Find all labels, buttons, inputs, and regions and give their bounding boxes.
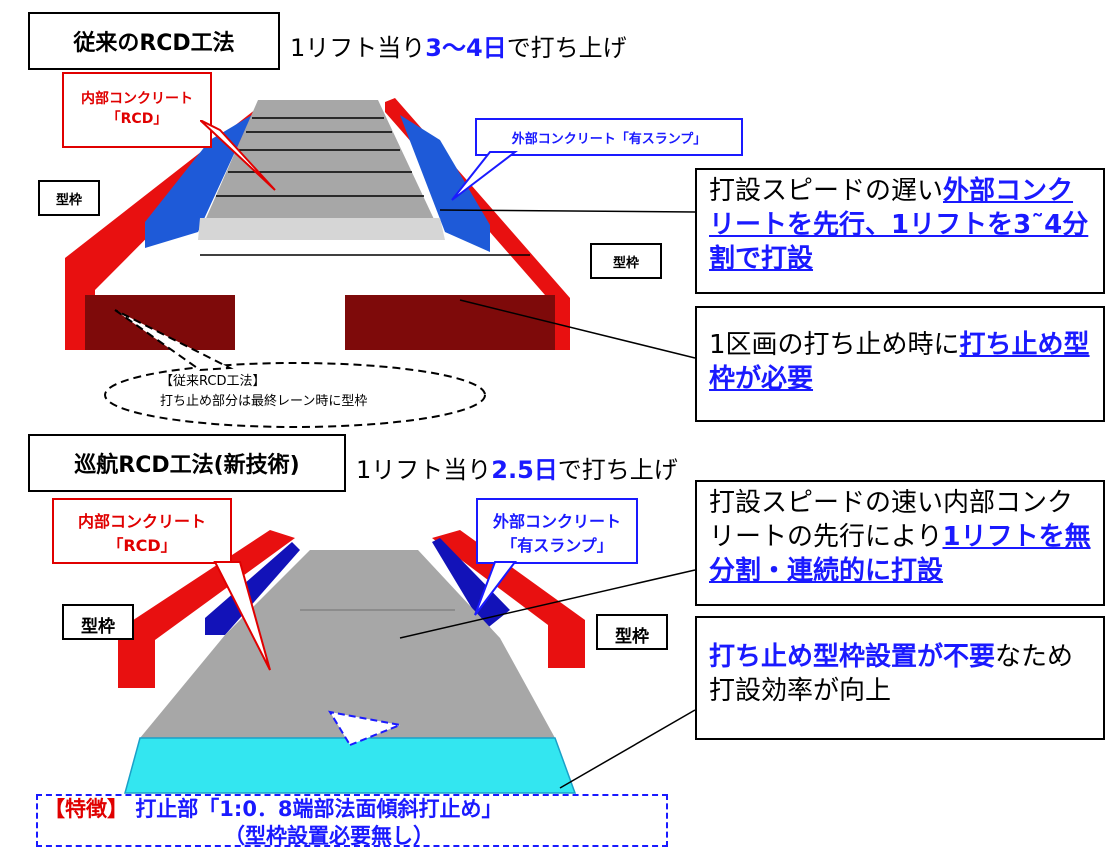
bottom-form-left-wall — [118, 530, 295, 688]
bottom-callout-2-post: なため打設効率が向上 — [709, 642, 1074, 706]
bottom-form-left-label-box: 型枠 — [62, 604, 134, 640]
top-callout-2-hl: 打ち止め型枠が必要 — [709, 330, 1090, 394]
top-note-ellipse — [104, 362, 486, 428]
top-note: 【従来RCD工法】 打ち止め部分は最終レーン時に型枠 — [160, 372, 440, 412]
bottom-feature-tag: 【特徴】 — [44, 797, 128, 821]
bottom-feature-line1-row: 【特徴】 打止部「1:0．8端部法面傾斜打止め」 — [44, 796, 666, 823]
bottom-outer-right — [432, 538, 510, 630]
bottom-callout-1: 打設スピードの速い内部コンクリートの先行により1リフトを無分割・連続的に打設 — [695, 480, 1105, 606]
top-note-line2: 打ち止め部分は最終レーン時に型枠 — [160, 394, 368, 409]
top-label-inner-pointer — [200, 120, 276, 191]
bottom-inner-slab — [140, 550, 555, 738]
top-label-inner-box: 内部コンクリート「RCD」 — [62, 72, 212, 148]
bottom-callout-2: 打ち止め型枠設置が不要なため打設効率が向上 — [695, 616, 1105, 740]
bottom-label-outer-pointer — [474, 561, 518, 616]
bottom-subtitle-post: で打ち上げ — [557, 456, 678, 484]
top-subtitle-days: 3～4日 — [425, 34, 507, 62]
bottom-feature-line2: （型枠設置必要無し） — [224, 824, 434, 848]
bottom-label-outer-line1: 外部コンクリート — [492, 512, 621, 531]
top-callout-1-pre: 打設スピードの遅い — [709, 176, 944, 206]
bottom-diagram — [118, 530, 696, 794]
top-label-outer-box: 外部コンクリート「有スランプ」 — [475, 118, 743, 156]
bottom-leader-lines — [399, 569, 696, 789]
top-label-outer-pointer — [451, 151, 518, 201]
top-note-pointer — [114, 309, 234, 372]
bottom-label-inner-line1: 内部コンクリート — [77, 512, 206, 531]
bottom-callout-1-hl: 1リフトを無分割・連続的に打設 — [709, 522, 1091, 586]
top-callout-2: 1区画の打ち止め時に打ち止め型枠が必要 — [695, 306, 1105, 422]
bottom-subtitle-days: 2.5日 — [491, 456, 558, 484]
top-outer-right — [400, 115, 490, 252]
top-inner-front — [198, 218, 445, 240]
bottom-form-right-wall — [432, 530, 585, 668]
bottom-form-right-label: 型枠 — [615, 627, 649, 647]
top-label-outer: 外部コンクリート「有スランプ」 — [511, 132, 707, 147]
top-subtitle-post: で打ち上げ — [506, 34, 627, 62]
top-subtitle: 1リフト当り3～4日で打ち上げ — [290, 28, 627, 63]
top-callout-1-hl: 外部コンクリートを先行、1リフトを3˜4分割で打設 — [709, 176, 1089, 274]
top-label-inner: 内部コンクリート「RCD」 — [81, 91, 193, 127]
top-subtitle-pre: 1リフト当り — [290, 34, 426, 62]
top-form-left-label: 型枠 — [55, 193, 82, 208]
top-form-left-label-box: 型枠 — [38, 180, 100, 216]
bottom-callout-1-pre: 打設スピードの速い内部コンクリートの先行により — [709, 488, 1074, 552]
top-lane-lines — [216, 117, 424, 197]
top-diagram — [65, 98, 696, 428]
bottom-title: 巡航RCD工法(新技術) — [74, 453, 300, 478]
bottom-feature-line1: 打止部「1:0．8端部法面傾斜打止め」 — [135, 797, 503, 821]
bottom-subtitle: 1リフト当り2.5日で打ち上げ — [356, 450, 678, 485]
bottom-slope — [124, 737, 577, 794]
top-title: 従来のRCD工法 — [73, 31, 235, 56]
bottom-label-inner-line2: 「RCD」 — [107, 536, 177, 555]
bottom-label-outer-line2: 「有スランプ」 — [501, 536, 613, 555]
top-stopform-left — [85, 295, 235, 350]
bottom-feature-pointer — [327, 710, 404, 747]
bottom-form-left-label: 型枠 — [81, 617, 115, 637]
bottom-subtitle-pre: 1リフト当り — [356, 456, 492, 484]
top-callout-2-pre: 1区画の打ち止め時に — [709, 330, 960, 360]
top-outer-left — [145, 115, 252, 248]
bottom-outer-left — [205, 542, 300, 635]
bottom-title-box: 巡航RCD工法(新技術) — [28, 434, 346, 492]
top-note-line1: 【従来RCD工法】 — [160, 374, 266, 389]
top-leader-lines — [200, 209, 696, 359]
bottom-feature-box: 【特徴】 打止部「1:0．8端部法面傾斜打止め」 （型枠設置必要無し） — [36, 794, 668, 848]
top-form-right-label: 型枠 — [612, 256, 639, 271]
top-inner-slab — [200, 100, 440, 232]
top-stopform-right — [345, 295, 555, 350]
bottom-label-outer-box: 外部コンクリート 「有スランプ」 — [476, 498, 638, 564]
bottom-label-inner-pointer — [213, 561, 271, 671]
top-form-right-label-box: 型枠 — [590, 243, 662, 279]
top-callout-1: 打設スピードの遅い外部コンクリートを先行、1リフトを3˜4分割で打設 — [695, 168, 1105, 294]
top-title-box: 従来のRCD工法 — [28, 12, 280, 70]
bottom-label-inner-box: 内部コンクリート 「RCD」 — [52, 498, 232, 564]
bottom-callout-2-hl: 打ち止め型枠設置が不要 — [709, 642, 996, 672]
bottom-form-right-label-box: 型枠 — [596, 614, 668, 650]
